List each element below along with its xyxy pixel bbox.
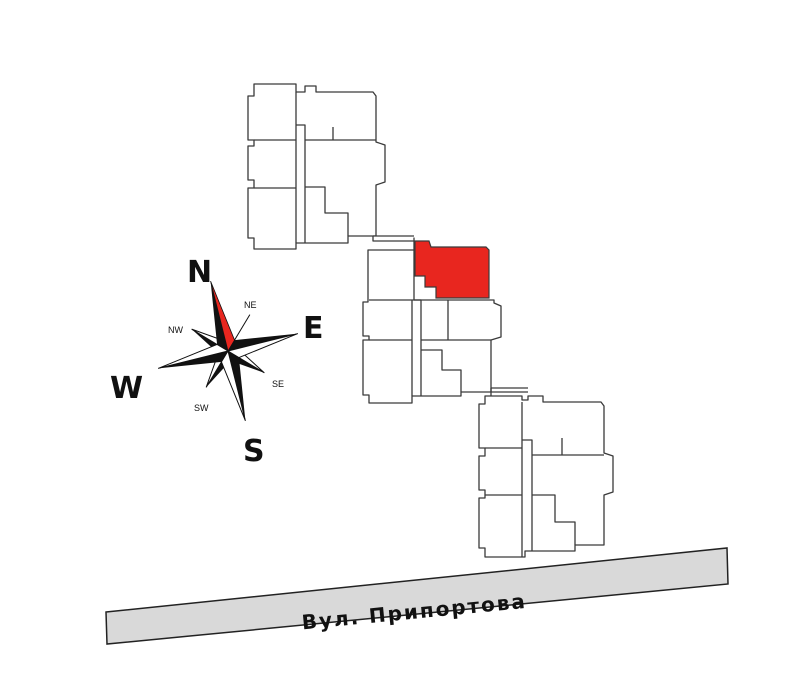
building-outline	[247, 83, 614, 558]
section-top-walls	[254, 92, 376, 243]
compass-label-ne: NE	[244, 300, 257, 310]
section-top	[247, 83, 386, 250]
compass-label-nw: NW	[168, 325, 183, 335]
compass-label-s: S	[243, 434, 265, 469]
section-top-shell	[247, 83, 386, 250]
compass-label-sw: SW	[194, 403, 209, 413]
compass-cardinal-points	[157, 280, 299, 422]
section-middle-shell	[362, 237, 502, 404]
street-road	[105, 547, 729, 645]
section-middle-walls	[369, 299, 491, 396]
compass-rose	[157, 280, 299, 422]
compass-label-n: N	[187, 255, 212, 290]
compass-label-se: SE	[272, 379, 284, 389]
connector-top-middle	[372, 235, 414, 242]
section-bottom	[478, 395, 614, 558]
compass-label-e: E	[303, 311, 324, 346]
compass-label-w: W	[110, 371, 143, 406]
section-middle	[362, 237, 502, 404]
street: Вул. Припортова	[105, 547, 729, 645]
section-bottom-walls	[485, 402, 604, 557]
compass-north-point-red	[210, 280, 236, 353]
section-bottom-shell	[478, 395, 614, 558]
highlighted-apartment[interactable]	[414, 240, 490, 299]
compass-labels: N E S W NE NW SE SW	[110, 255, 324, 469]
